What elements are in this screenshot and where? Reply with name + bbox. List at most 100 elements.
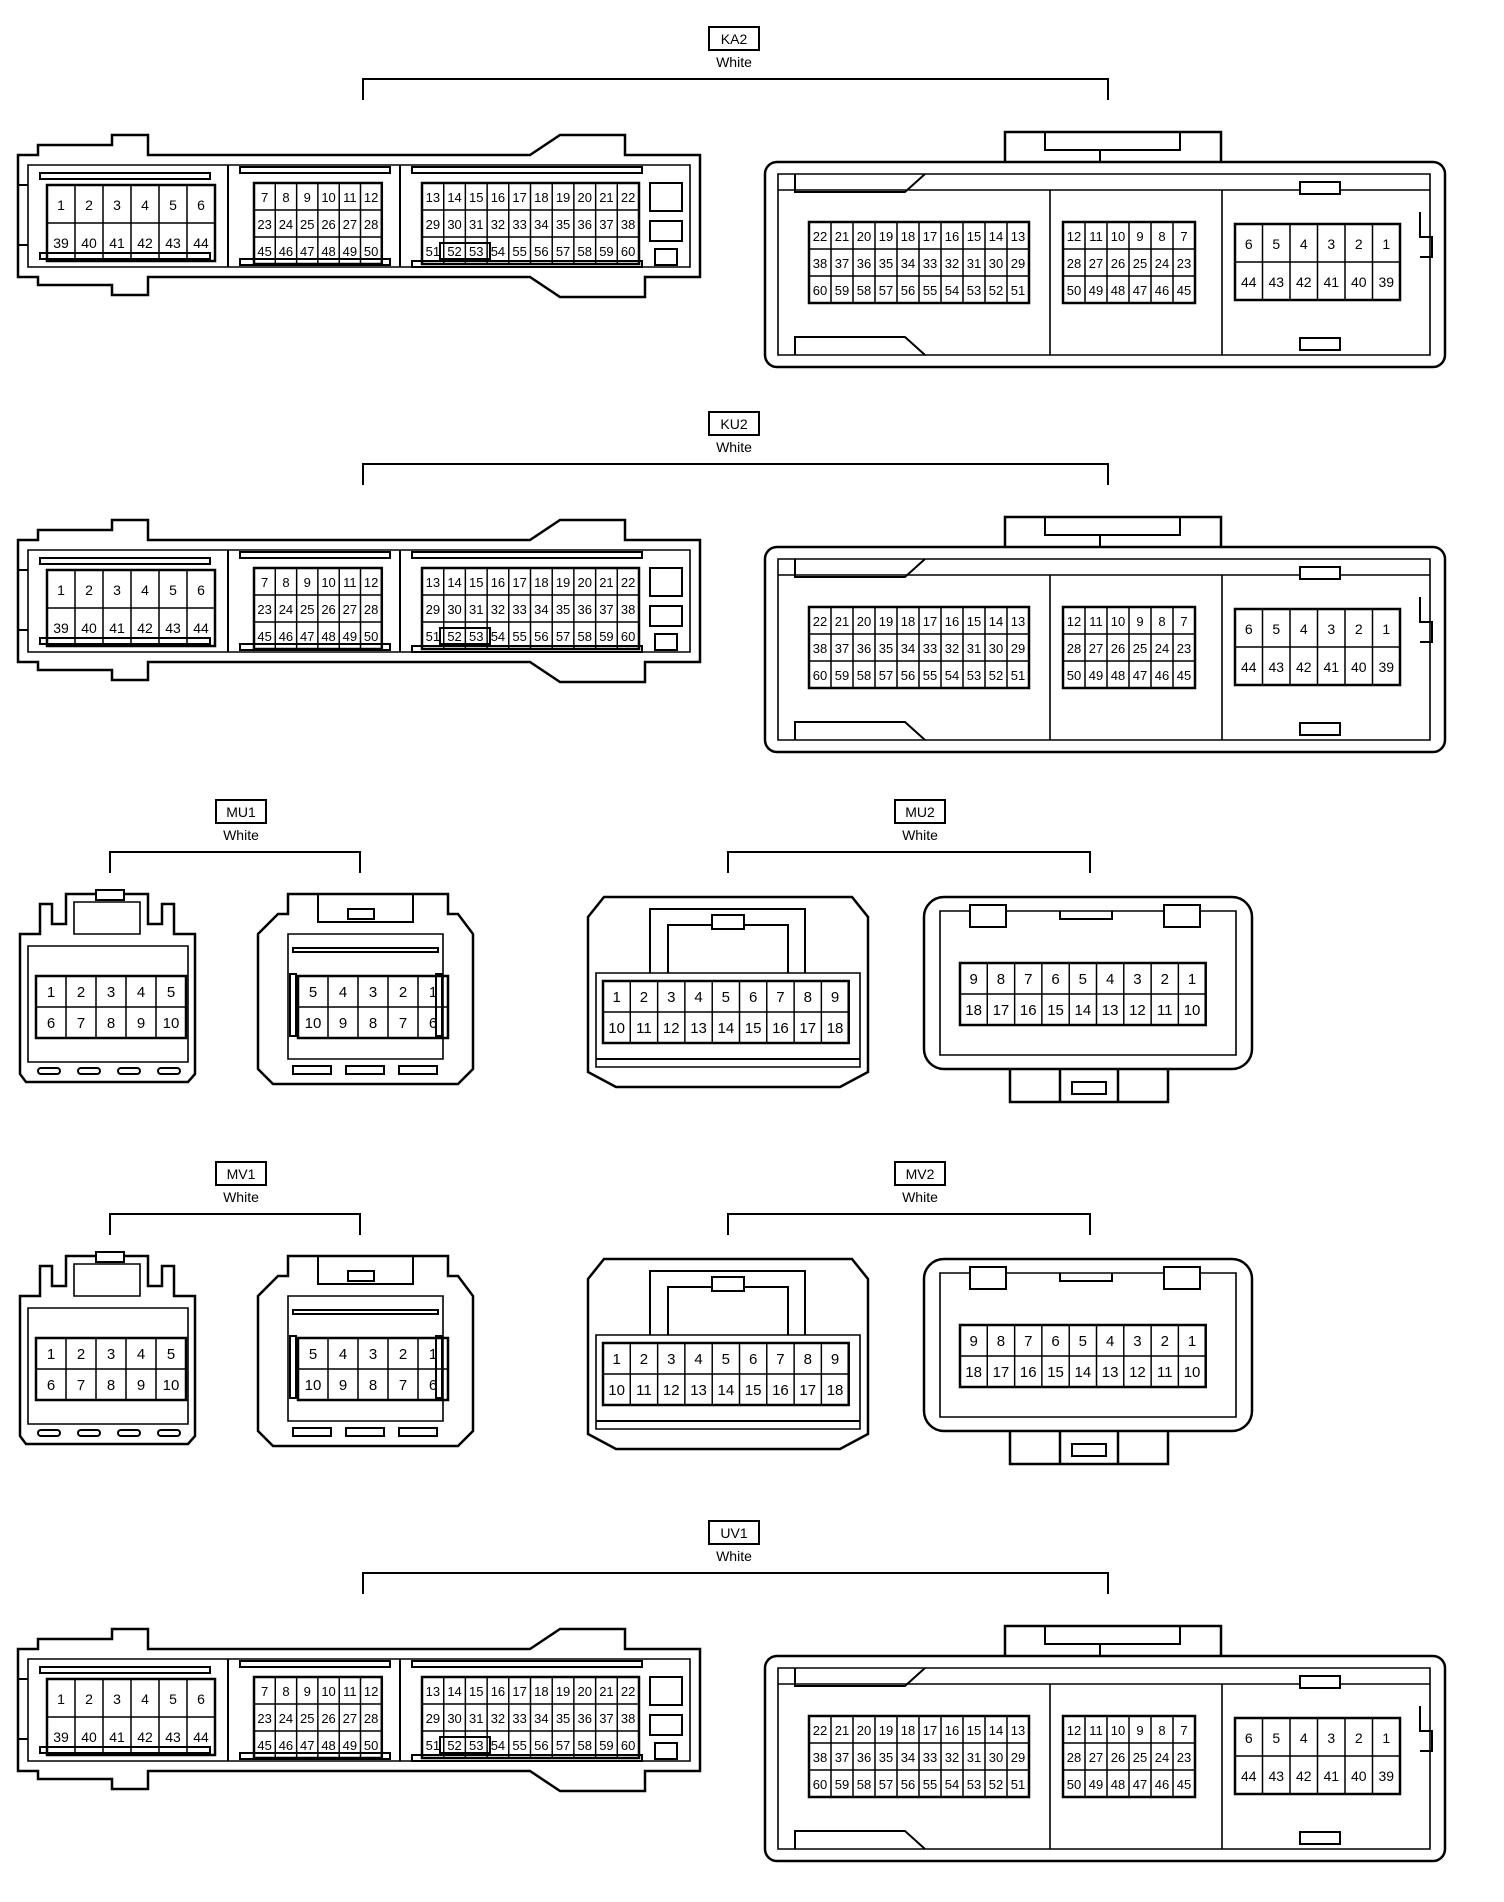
pin-number: 3: [1327, 1730, 1335, 1746]
pin-number: 46: [279, 244, 293, 259]
pin-number: 29: [1011, 1750, 1025, 1765]
pin-number: 12: [663, 1382, 680, 1399]
pin-number: 44: [1241, 1768, 1257, 1784]
pin-cell: [155, 1006, 187, 1039]
pin-number: 8: [804, 1351, 812, 1368]
male-lock-tab: [95, 889, 125, 901]
pin-number: 12: [663, 1020, 680, 1037]
pin-number: 28: [1067, 1750, 1081, 1765]
pin-number: 18: [534, 1684, 548, 1699]
pin-number: 40: [1351, 659, 1367, 675]
pin-number: 14: [1075, 1364, 1092, 1381]
pin-number: 54: [945, 1777, 959, 1792]
pin-number: 55: [923, 283, 937, 298]
pin-number: 3: [1327, 621, 1335, 637]
pin-cell: [1172, 275, 1196, 304]
pin-number: 39: [53, 1729, 69, 1745]
pin-number: 59: [599, 244, 613, 259]
pin-number: 8: [997, 1333, 1005, 1350]
connector-color: White: [716, 54, 752, 70]
pin-number: 17: [993, 1364, 1010, 1381]
pin-number: 3: [369, 984, 377, 1001]
pin-number: 11: [636, 1382, 652, 1399]
pin-number: 54: [491, 629, 505, 644]
female-guide: [794, 173, 926, 356]
male-rail: [411, 1660, 643, 1668]
female-side-rib: [289, 973, 297, 1037]
pin-number: 58: [857, 283, 871, 298]
female-lock-tab: [1003, 130, 1223, 162]
connector-code: MV1: [227, 1166, 256, 1182]
female-housing: [922, 1257, 1254, 1433]
pin-number: 15: [1047, 1364, 1064, 1381]
female-lock-detail: [1044, 517, 1181, 547]
pin-number: 9: [1136, 614, 1143, 629]
pin-number: 42: [1296, 1768, 1312, 1784]
pin-number: 1: [57, 197, 65, 213]
pin-number: 12: [1129, 1364, 1146, 1381]
female-inner-frame: [939, 1272, 1237, 1418]
pin-number: 15: [745, 1020, 762, 1037]
male-divider: [227, 1659, 401, 1761]
male-terminal-slot: [157, 1429, 181, 1437]
pin-number: 6: [749, 989, 757, 1006]
pin-number: 18: [827, 1020, 844, 1037]
pin-number: 4: [137, 1346, 145, 1363]
pin-number: 40: [81, 1729, 97, 1745]
pin-number: 21: [599, 1684, 613, 1699]
connector-color: White: [716, 439, 752, 455]
pin-number: 27: [1089, 641, 1103, 656]
pin-number: 29: [1011, 641, 1025, 656]
pin-number: 37: [835, 641, 849, 656]
pin-number: 46: [1155, 668, 1169, 683]
pin-number: 59: [835, 668, 849, 683]
female-lock-detail: [317, 894, 414, 923]
pin-number: 16: [491, 575, 505, 590]
pin-number: 9: [137, 1377, 145, 1394]
female-key: [1299, 1675, 1341, 1689]
pin-number: 23: [257, 1711, 271, 1726]
pin-number: 32: [491, 217, 505, 232]
pin-number: 13: [426, 1684, 440, 1699]
female-lock-tab: [1003, 1624, 1223, 1656]
pin-number: 55: [923, 1777, 937, 1792]
male-latch-side: [660, 1648, 701, 1772]
pin-number: 9: [1136, 1723, 1143, 1738]
pin-number: 56: [901, 1777, 915, 1792]
pin-number: 5: [1079, 1333, 1087, 1350]
female-inner-frame: [287, 933, 444, 1060]
pin-number: 15: [469, 190, 483, 205]
female-side-rib: [289, 1335, 297, 1399]
pin-number: 9: [339, 1377, 347, 1394]
pin-number: 22: [813, 229, 827, 244]
connector-code: UV1: [720, 1525, 747, 1541]
pin-number: 13: [690, 1020, 707, 1037]
pin-cell: [1006, 275, 1030, 304]
pin-number: 13: [1102, 1002, 1119, 1019]
pin-number: 9: [969, 1333, 977, 1350]
pin-number: 9: [304, 1684, 311, 1699]
pin-number: 49: [343, 629, 357, 644]
connector-bracket: [362, 1572, 1109, 1594]
female-lock-detail: [1044, 132, 1181, 162]
pin-number: 43: [1268, 1768, 1284, 1784]
pin-number: 6: [1245, 236, 1253, 252]
pin-number: 1: [1188, 971, 1196, 988]
pin-number: 41: [1323, 274, 1339, 290]
female-lock-window: [1071, 1443, 1107, 1457]
pin-number: 53: [967, 668, 981, 683]
pin-number: 32: [945, 641, 959, 656]
pin-number: 54: [945, 283, 959, 298]
pin-cell: [616, 621, 640, 650]
male-divider: [227, 550, 401, 652]
pin-number: 24: [1155, 256, 1169, 271]
